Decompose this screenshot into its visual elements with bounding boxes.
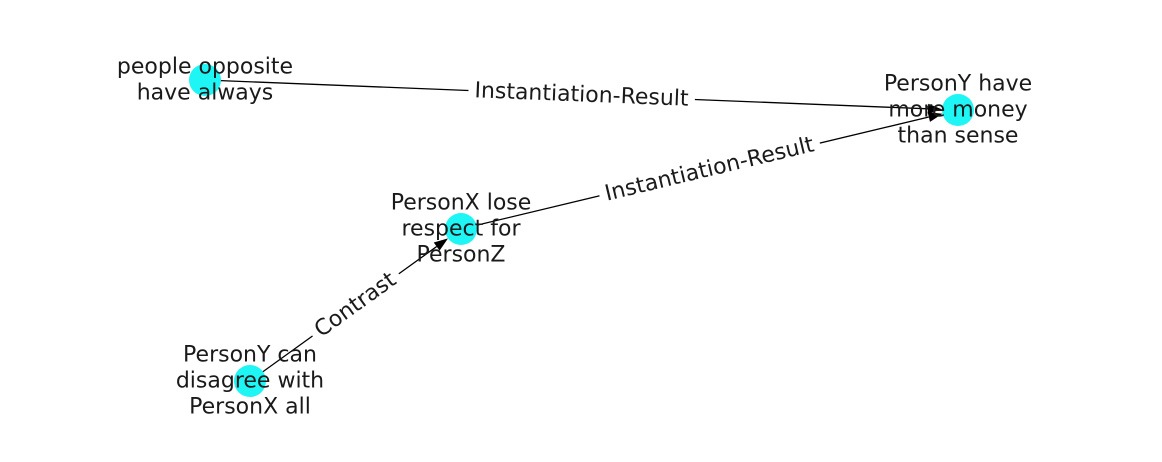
edge-arrowhead-3: [433, 238, 449, 251]
node-label-line: PersonX lose: [391, 191, 532, 216]
edge-label-3: Contrast: [304, 262, 407, 347]
edge-label-background: [596, 129, 824, 209]
edge-arrowhead-2: [927, 112, 943, 122]
node-n2[interactable]: [942, 94, 974, 126]
edge-label-1: Instantiation-Result: [467, 77, 696, 114]
node-label-line: PersonZ: [417, 243, 506, 268]
node-n3[interactable]: [445, 213, 477, 245]
node-label-line: disagree with: [176, 369, 324, 394]
node-n1[interactable]: [189, 64, 221, 96]
edge-arrowhead-1: [927, 103, 943, 114]
edge-label-background: [467, 77, 696, 114]
edge-label-2: Instantiation-Result: [596, 129, 824, 209]
node-label-line: PersonY have: [884, 72, 1032, 97]
node-label-line: people opposite: [117, 55, 293, 80]
nodes-layer: [189, 64, 974, 397]
node-label-line: respect for: [401, 217, 521, 242]
edge-label-background: [304, 262, 407, 347]
node-label-line: PersonY can: [183, 343, 317, 368]
node-label-line: more money: [888, 98, 1027, 123]
node-label-line: than sense: [898, 124, 1019, 149]
node-n4[interactable]: [234, 365, 266, 397]
node-label-line: PersonX all: [189, 395, 311, 420]
node-label-line: have always: [137, 81, 274, 106]
edge-label-text: Contrast: [310, 267, 401, 342]
edge-label-text: Instantiation-Result: [602, 132, 817, 206]
edge-label-text: Instantiation-Result: [474, 78, 689, 112]
labels-layer: Instantiation-ResultInstantiation-Result…: [117, 55, 1032, 420]
